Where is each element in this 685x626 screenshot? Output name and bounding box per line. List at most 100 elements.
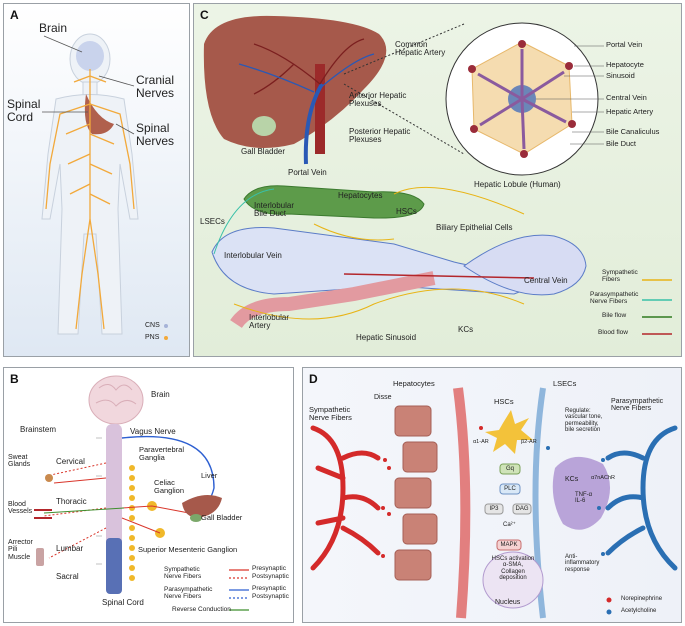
label-brain: Brain xyxy=(39,21,68,35)
blood-flow-arrow xyxy=(343,273,535,279)
label-ip3: IP3 xyxy=(489,506,499,512)
liver-shape xyxy=(182,494,222,518)
label-parasympathetic-fibers: Parasympathetic Nerve Fibers xyxy=(611,398,664,413)
legend-parasympathetic: Parasympathetic Nerve Fibers xyxy=(164,586,213,600)
label-dag: DAG xyxy=(515,506,529,512)
brain-shape xyxy=(88,375,144,425)
label-kcs: KCs xyxy=(565,476,579,483)
hsc-cell xyxy=(485,410,533,454)
label-superior-mesenteric-ganglion: Superior Mesenteric Ganglion xyxy=(138,545,238,554)
label-lobule-central-vein: Central Vein xyxy=(606,93,647,102)
liver-shape xyxy=(203,15,387,148)
label-cervical: Cervical xyxy=(56,457,85,466)
label-regulate: Regulate: vascular tone, permeability, b… xyxy=(565,408,603,433)
sympathetic-nerve-tree xyxy=(310,425,381,571)
label-plc: PLC xyxy=(504,486,516,492)
label-portal-vein: Portal Vein xyxy=(288,168,327,177)
bile-duct-shape xyxy=(243,185,425,219)
legend-pns: PNS xyxy=(145,334,160,341)
label-hepatocytes: Hepatocytes xyxy=(338,191,383,200)
label-gall-bladder: Gall Bladder xyxy=(201,513,243,522)
label-blood-vessels: Blood Vessels xyxy=(8,501,33,516)
label-biliary-epithelial: Biliary Epithelial Cells xyxy=(436,223,513,232)
label-vagus-nerve: Vagus Nerve xyxy=(130,427,176,436)
label-a1-ar: α1-AR xyxy=(473,439,489,445)
panel-b-letter: B xyxy=(10,372,19,386)
legend-parasympathetic-fibers: Parasympathetic Nerve Fibers xyxy=(590,291,639,305)
legend-cns: CNS xyxy=(145,322,160,329)
label-b2-ar: β2-AR xyxy=(521,439,537,445)
legend-sympathetic-fibers: Sympathetic Fibers xyxy=(602,269,638,283)
label-sympathetic-fibers: Sympathetic Nerve Fibers xyxy=(309,405,352,422)
label-mapk: MAPK xyxy=(500,542,518,548)
legend-postsynaptic-2: Postsynaptic xyxy=(252,593,289,600)
lobule-spokes xyxy=(477,49,567,150)
hepatocyte-cells xyxy=(394,405,438,581)
label-lobule-hepatocyte: Hepatocyte xyxy=(606,60,644,69)
paravertebral-ganglia xyxy=(129,465,165,581)
label-calcium: Ca²⁺ xyxy=(503,522,516,528)
label-tnf-il6: TNF-α IL-6 xyxy=(575,492,593,505)
label-a7-nachr: α7nAChR xyxy=(591,475,615,481)
label-kcs: KCs xyxy=(458,325,474,334)
label-brain: Brain xyxy=(151,390,170,399)
nerves xyxy=(45,69,135,330)
kc-cell xyxy=(552,456,611,530)
parasympathetic-nerve-tree xyxy=(605,425,678,571)
label-hepatocytes: Hepatocytes xyxy=(393,379,435,388)
label-lobule-bile-canaliculus: Bile Canaliculus xyxy=(606,127,660,136)
label-spinal-nerves: Spinal Nerves xyxy=(136,121,175,148)
label-interlobular-artery: Interlobular Artery xyxy=(249,313,290,331)
label-hscs: HSCs xyxy=(494,397,514,406)
interlobular-artery-shape xyxy=(230,271,436,329)
label-celiac-ganglion: Celiac Ganglion xyxy=(154,478,185,495)
panel-c: C xyxy=(193,3,682,357)
label-gall-bladder: Gall Bladder xyxy=(241,147,286,156)
label-hepatic-sinusoid: Hepatic Sinusoid xyxy=(356,333,417,342)
label-sacral: Sacral xyxy=(56,572,79,581)
label-lsecs: LSECs xyxy=(200,217,225,226)
legend-reverse-conduction: Reverse Conduction xyxy=(172,606,231,613)
legend-presynaptic-2: Presynaptic xyxy=(252,585,286,592)
panel-c-letter: C xyxy=(200,8,209,22)
label-interlobular-vein: Interlobular Vein xyxy=(224,251,282,260)
panel-b: B xyxy=(3,367,294,623)
legend-sympathetic: Sympathetic Nerve Fibers xyxy=(164,566,202,580)
label-posterior-plexuses: Posterior Hepatic Plexuses xyxy=(349,127,411,145)
label-interlobular-bile-duct: Interlobular Bile Duct xyxy=(254,201,295,219)
label-lobule-hepatic-artery: Hepatic Artery xyxy=(606,107,654,116)
label-lobule-portal-vein: Portal Vein xyxy=(606,40,643,49)
legend-presynaptic: Presynaptic xyxy=(252,565,286,572)
label-common-hepatic-artery: Common Hepatic Artery xyxy=(395,40,446,58)
label-anti-inflammatory: Anti- inflammatory response xyxy=(565,554,600,573)
label-hscs: HSCs xyxy=(396,207,417,216)
panel-a: A Brain Cranial Nerves Spinal Cord Spi xyxy=(3,3,190,357)
gall-bladder-shape xyxy=(252,116,276,136)
legend-postsynaptic: Postsynaptic xyxy=(252,573,289,580)
label-brainstem: Brainstem xyxy=(20,425,57,434)
label-hsc-activation: HSCs activation α-SMA, Collagen depositi… xyxy=(491,556,535,581)
autonomic-pathway-diagram xyxy=(34,375,249,611)
label-thoracic: Thoracic xyxy=(56,497,87,506)
panel-a-letter: A xyxy=(10,8,19,22)
label-paravertebral-ganglia: Paravertebral Ganglia xyxy=(139,445,185,462)
legend-norepinephrine: Norepinephrine xyxy=(621,596,663,602)
nucleus-shape xyxy=(482,551,544,609)
label-liver: Liver xyxy=(201,471,218,480)
label-lobule-bile-duct: Bile Duct xyxy=(606,139,637,148)
human-body-figure xyxy=(41,33,168,340)
label-arrector-pili: Arrector Pili Muscle xyxy=(8,539,33,561)
label-cranial-nerves: Cranial Nerves xyxy=(136,73,175,100)
cellular-signaling-diagram xyxy=(310,387,678,619)
label-sweat-glands: Sweat Glands xyxy=(8,454,31,469)
label-lsecs: LSECs xyxy=(553,379,577,388)
label-spinal-cord: Spinal Cord xyxy=(7,97,41,124)
label-gq: Gq xyxy=(505,466,514,472)
legend-acetylcholine: Acetylcholine xyxy=(621,608,657,614)
panel-d: D xyxy=(302,367,682,623)
legend-blood-flow: Blood flow xyxy=(598,329,628,336)
label-nucleus: Nucleus xyxy=(495,599,521,606)
panel-d-letter: D xyxy=(309,372,318,386)
legend-bile-flow: Bile flow xyxy=(602,312,627,319)
label-central-vein: Central Vein xyxy=(524,276,568,285)
